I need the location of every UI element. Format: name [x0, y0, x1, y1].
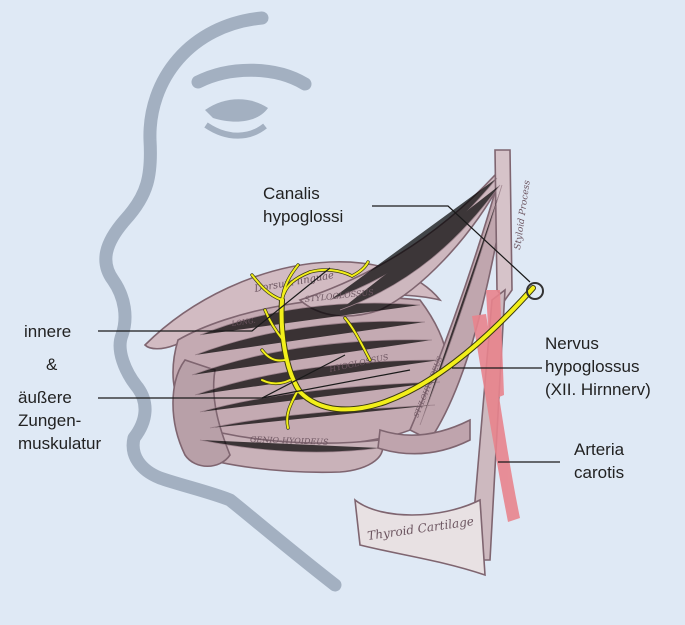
- label-ampersand: &: [46, 353, 57, 376]
- leader-aeussere-2: [261, 369, 411, 399]
- label-nervus-line1: Nervus: [545, 334, 599, 353]
- label-canalis-line1: Canalis: [263, 184, 320, 203]
- anatomy-long: LONG.: [230, 317, 256, 328]
- label-canalis-hypoglossi: Canalis hypoglossi: [263, 182, 343, 228]
- leader-innere: [98, 267, 331, 332]
- leader-canalis: [372, 205, 531, 283]
- label-innere: innere: [24, 320, 71, 343]
- label-nervus-hypoglossus: Nervus hypoglossus (XII. Hirnnerv): [545, 332, 651, 401]
- canalis-ring: [526, 282, 544, 300]
- label-aeussere-zungenmuskulatur: äußere Zungen- muskulatur: [18, 386, 101, 455]
- label-canalis-line2: hypoglossi: [263, 207, 344, 226]
- label-innere-text: innere: [24, 322, 72, 341]
- carotid-artery: [472, 290, 520, 522]
- anatomy-styloid: Styloid Process: [513, 179, 533, 250]
- eye: [204, 99, 268, 139]
- label-arteria-line2: carotis: [574, 463, 625, 482]
- muscle-fibers: [191, 177, 503, 453]
- styloid-process: [494, 149, 513, 302]
- leader-lines: [98, 205, 560, 463]
- label-aeussere-line3: muskulatur: [18, 434, 102, 453]
- label-aeussere-line2: Zungen-: [18, 411, 82, 430]
- label-arteria-carotis: Arteria carotis: [574, 438, 624, 484]
- label-aeussere-line1: äußere: [18, 388, 72, 407]
- label-nervus-line2: hypoglossus: [545, 357, 640, 376]
- hyoid: [377, 418, 471, 455]
- label-ampersand-text: &: [46, 355, 58, 374]
- anatomy-geniohyoideus: GENIO-HYOIDEUS: [250, 435, 329, 447]
- thyroid-cartilage: [353, 498, 486, 577]
- label-nervus-line3: (XII. Hirnnerv): [545, 380, 651, 399]
- face-silhouette: [99, 11, 342, 592]
- chin-bone: [172, 359, 231, 468]
- hypoglossal-nerve-fill: [251, 261, 535, 429]
- label-arteria-line1: Arteria: [574, 440, 625, 459]
